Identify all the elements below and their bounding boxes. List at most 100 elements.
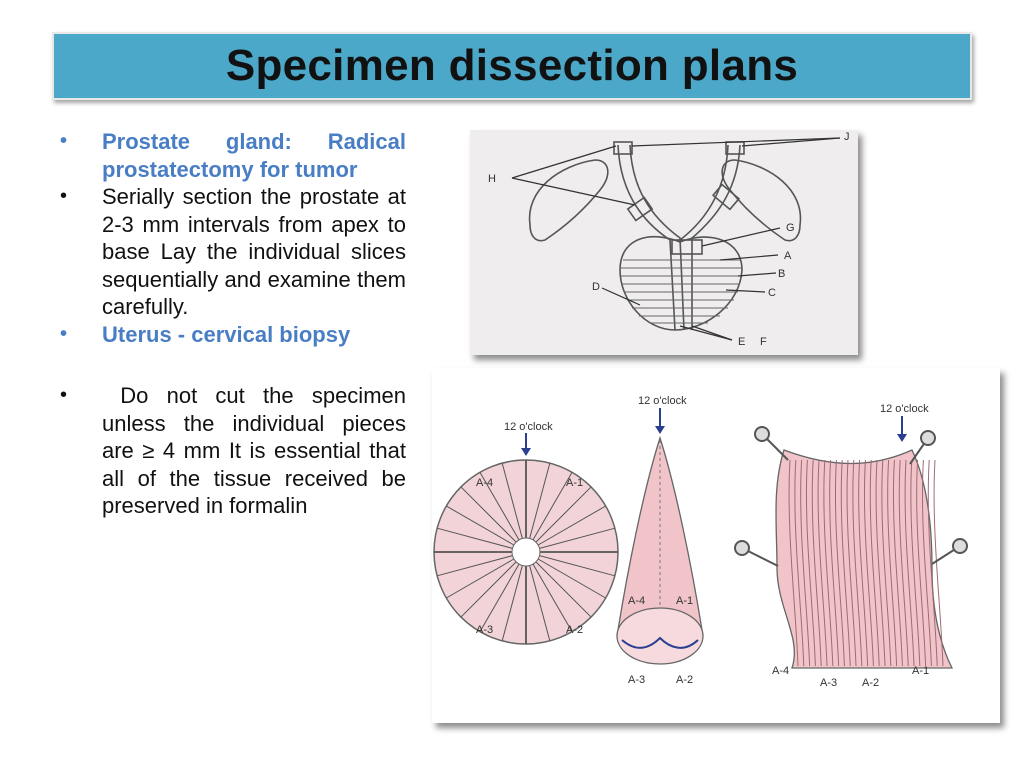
radial-section-line [446, 505, 515, 546]
fold-line [846, 459, 857, 667]
bullet-text: Prostate gland: Radical prostatectomy fo… [102, 129, 406, 182]
label-g: G [786, 222, 795, 234]
label-f: F [760, 336, 767, 348]
bullet-prostate-heading: • Prostate gland: Radical prostatectomy … [58, 128, 406, 183]
prostate-diagram: H J G A B C D E F [470, 130, 858, 355]
label-a1-disk: A-1 [566, 477, 583, 489]
pins [734, 426, 968, 567]
bullet-uterus-heading: • Uterus - cervical biopsy [58, 321, 406, 349]
radial-section-line [529, 565, 551, 641]
radial-section-line [460, 561, 517, 618]
fold-line [921, 459, 932, 667]
label-a4-opened: A-4 [772, 665, 789, 677]
fold-line [823, 459, 834, 667]
radial-section-line [446, 558, 515, 599]
arrow-icon [897, 434, 907, 442]
fold-line [927, 459, 938, 667]
leader-e [679, 325, 733, 341]
radial-section-line [501, 565, 523, 641]
label-j: J [844, 131, 850, 143]
label-a3-opened: A-3 [820, 677, 837, 689]
radial-section-line [479, 563, 520, 632]
fold-line [910, 459, 921, 667]
fold-line [834, 459, 845, 667]
fold-line [904, 459, 915, 667]
label-d: D [592, 281, 600, 293]
clock-label-cone: 12 o'clock [638, 395, 687, 407]
fold-line [840, 459, 851, 667]
prostate-drawing: H J G A B C D E F [488, 131, 850, 348]
label-a2-opened: A-2 [862, 677, 879, 689]
radial-section-line [537, 505, 606, 546]
leader-h-2 [511, 177, 636, 206]
cervix-diagram: 12 o'clock A-4 A-1 A-3 A-2 12 o'clock A-… [432, 368, 1000, 723]
fold-line [800, 459, 811, 667]
radial-section-line [537, 558, 606, 599]
cervix-drawing: 12 o'clock A-4 A-1 A-3 A-2 12 o'clock A-… [433, 395, 968, 689]
leader-h-1 [511, 145, 617, 179]
bullet-prostate-instructions: • Serially section the prostate at 2-3 m… [58, 183, 406, 321]
label-a3-cone: A-3 [628, 674, 645, 686]
bullet-glyph: • [60, 130, 68, 152]
radial-section-line [501, 463, 523, 539]
bullet-list: • Prostate gland: Radical prostatectomy … [58, 128, 406, 520]
cervix-opened: 12 o'clock A-4 A-3 A-2 A-1 [734, 403, 968, 689]
label-a3-disk: A-3 [476, 624, 493, 636]
cervix-radial-disk: 12 o'clock A-4 A-1 A-3 A-2 [433, 421, 619, 645]
radial-section-line [460, 486, 517, 543]
left-tag [626, 196, 654, 222]
label-h: H [488, 173, 496, 185]
right-vas-deferens [679, 144, 729, 241]
cervix-cone: 12 o'clock A-4 A-1 A-3 A-2 [616, 395, 704, 686]
label-b: B [778, 268, 785, 280]
title-bar: Specimen dissection plans [52, 32, 972, 100]
fold-line [858, 459, 869, 667]
fold-line [869, 459, 880, 667]
slide-title: Specimen dissection plans [225, 41, 799, 90]
leader-b [737, 272, 777, 277]
fold-line [898, 459, 909, 667]
leader-a [719, 254, 779, 261]
bullet-glyph: • [60, 384, 68, 406]
fold-line [817, 459, 828, 667]
left-seminal-vesicle [528, 159, 609, 242]
fold-line [788, 459, 799, 667]
radial-section-line [479, 472, 520, 541]
fold-line [881, 459, 892, 667]
leader-j-1 [741, 137, 841, 147]
clock-label-disk: 12 o'clock [504, 421, 553, 433]
bullet-text: Uterus - cervical biopsy [102, 321, 351, 347]
radial-section-line [535, 486, 592, 543]
vas-clip-right [725, 141, 745, 155]
radial-section-line [437, 527, 513, 549]
prostate-body [619, 235, 743, 331]
label-a4-disk: A-4 [476, 477, 493, 489]
arrow-icon [655, 426, 665, 434]
radial-section-line [529, 463, 551, 539]
label-a: A [784, 250, 792, 262]
arrow-icon [521, 448, 531, 456]
radial-section-line [532, 472, 573, 541]
fold-line [892, 459, 903, 667]
label-a2-cone: A-2 [676, 674, 693, 686]
leader-f [691, 325, 733, 341]
bullet-glyph: • [60, 322, 68, 345]
leader-c [725, 289, 766, 293]
clock-label-opened: 12 o'clock [880, 403, 929, 415]
radial-section-line [532, 563, 573, 632]
fold-line [933, 459, 944, 667]
label-a1-cone: A-1 [676, 595, 693, 607]
radial-section-line [535, 561, 592, 618]
left-vas-deferens-inner [629, 144, 685, 331]
label-a2-disk: A-2 [566, 624, 583, 636]
fold-line [805, 459, 816, 667]
bullet-uterus-instructions: • Do not cut the specimen unless the ind… [58, 382, 406, 520]
vas-clip-left [613, 141, 633, 155]
fold-line [829, 459, 840, 667]
fold-line [811, 459, 822, 667]
fold-line [794, 459, 805, 667]
right-tag [711, 183, 741, 211]
fold-line [863, 459, 874, 667]
bullet-text: Serially section the prostate at 2-3 mm … [102, 184, 406, 319]
leader-g [701, 227, 781, 247]
